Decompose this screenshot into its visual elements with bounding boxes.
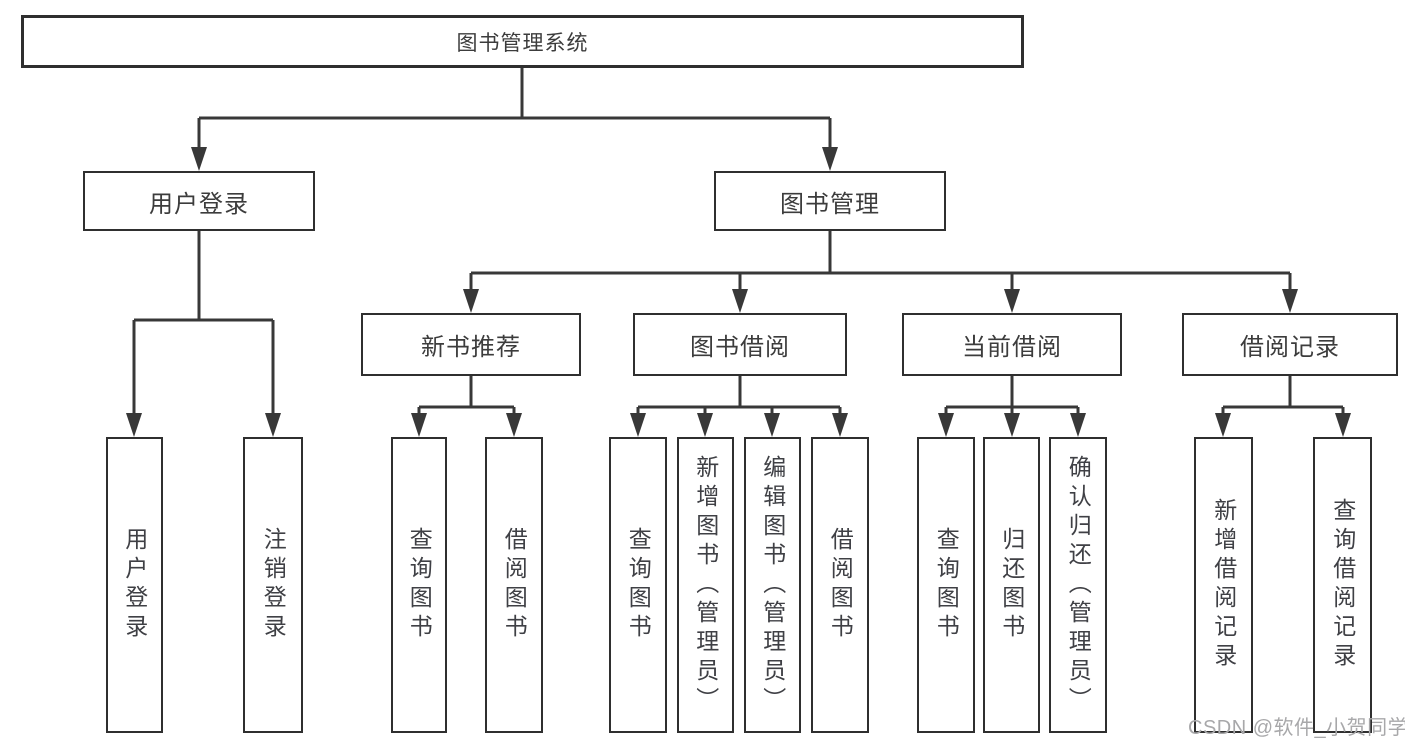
leaf-return-books: 归还图书 [983,437,1040,733]
leaf-borrow-books-2: 借阅图书 [811,437,869,733]
leaf-label: 确认归还（管理员） [1065,454,1092,716]
node-label: 当前借阅 [962,334,1062,361]
leaf-confirm-return-admin: 确认归还（管理员） [1049,437,1107,733]
node-new-book-recommend: 新书推荐 [361,313,581,376]
node-borrowing-records: 借阅记录 [1182,313,1398,376]
leaf-logout: 注销登录 [243,437,303,733]
leaf-query-borrow-record: 查询借阅记录 [1313,437,1372,733]
leaf-label: 借阅图书 [827,527,854,643]
leaf-label: 归还图书 [998,527,1025,643]
leaf-edit-books-admin: 编辑图书（管理员） [744,437,801,733]
node-book-management: 图书管理 [714,171,946,231]
node-book-borrowing: 图书借阅 [633,313,847,376]
leaf-query-books-3: 查询图书 [917,437,975,733]
node-label: 用户登录 [149,190,249,218]
leaf-label: 注销登录 [260,527,287,643]
leaf-label: 编辑图书（管理员） [759,454,786,716]
leaf-query-books-2: 查询图书 [609,437,667,733]
node-label: 新书推荐 [421,334,521,361]
leaf-label: 查询图书 [406,527,433,643]
leaf-label: 借阅图书 [501,527,528,643]
leaf-label: 查询借阅记录 [1329,498,1356,672]
leaf-label: 新增图书（管理员） [692,454,719,716]
leaf-label: 查询图书 [625,527,652,643]
leaf-add-books-admin: 新增图书（管理员） [677,437,734,733]
leaf-label: 新增借阅记录 [1210,498,1237,672]
leaf-label: 查询图书 [933,527,960,643]
arrowheads [126,147,1351,437]
node-label: 图书借阅 [690,334,790,361]
node-library-management-system: 图书管理系统 [21,15,1024,68]
node-current-borrowing: 当前借阅 [902,313,1122,376]
leaf-label: 用户登录 [121,527,148,643]
leaf-query-books-1: 查询图书 [391,437,447,733]
csdn-watermark: CSDN @软件_小贺同学 [1188,717,1405,739]
leaf-user-login: 用户登录 [106,437,163,733]
node-label: 借阅记录 [1240,334,1340,361]
node-label: 图书管理 [780,190,880,218]
leaf-add-borrow-record: 新增借阅记录 [1194,437,1253,733]
node-label: 图书管理系统 [456,31,589,55]
leaf-borrow-books-1: 借阅图书 [485,437,543,733]
node-user-login: 用户登录 [83,171,315,231]
